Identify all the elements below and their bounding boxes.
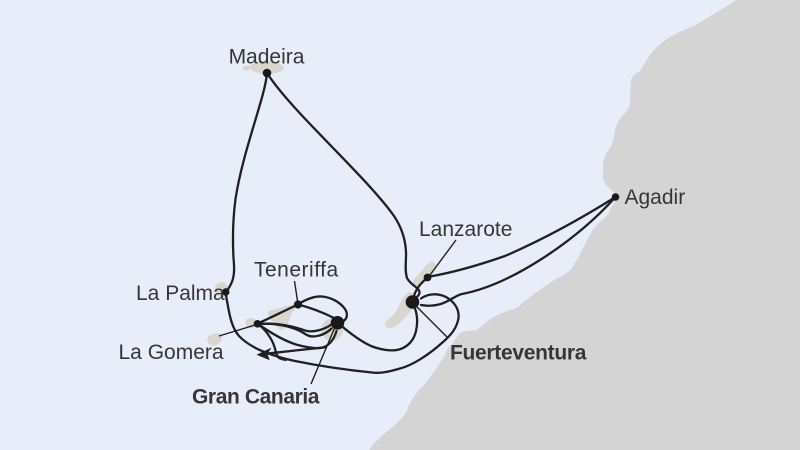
svg-text:La Palma: La Palma [136, 282, 225, 305]
svg-text:Teneriffa: Teneriffa [254, 259, 339, 282]
svg-text:Fuerteventura: Fuerteventura [450, 342, 587, 365]
svg-text:Gran Canaria: Gran Canaria [192, 386, 320, 409]
svg-text:La Gomera: La Gomera [119, 341, 224, 364]
svg-text:Agadir: Agadir [625, 186, 686, 209]
svg-text:Lanzarote: Lanzarote [419, 218, 512, 241]
svg-text:Madeira: Madeira [229, 46, 305, 69]
